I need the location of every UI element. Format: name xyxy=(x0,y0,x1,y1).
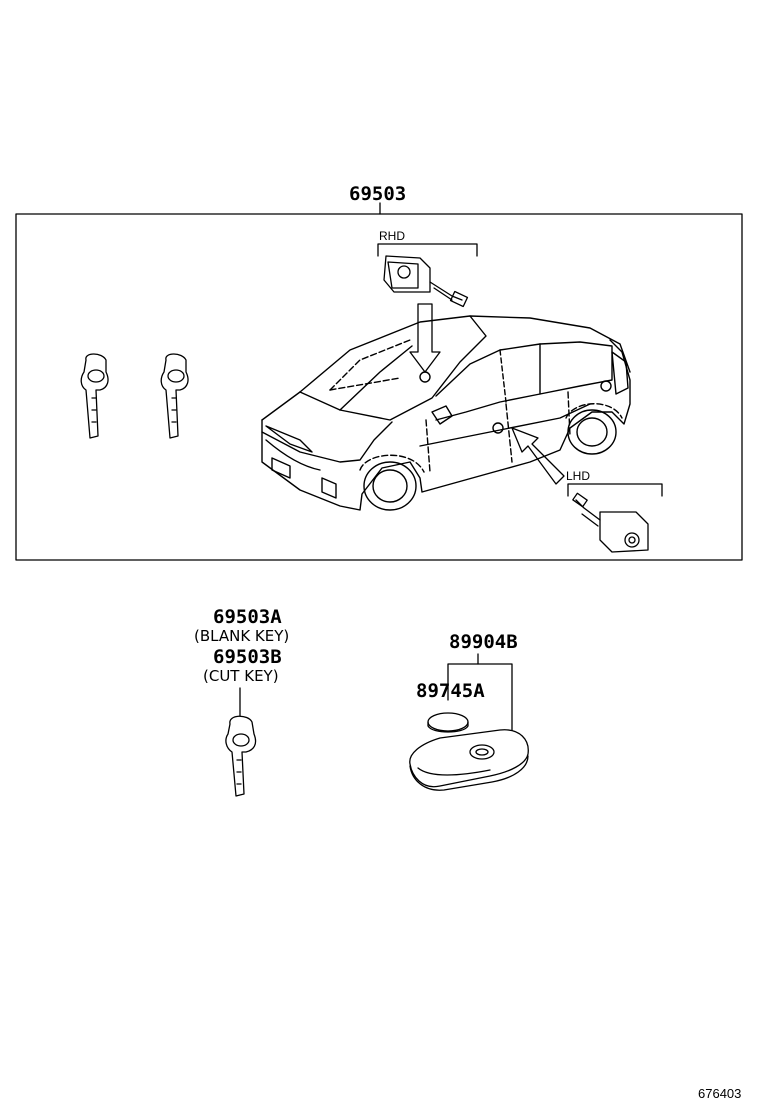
callout-remote-part: 89904B xyxy=(449,631,518,653)
separate-key xyxy=(225,715,257,797)
document-number: 676403 xyxy=(698,1086,742,1101)
lhd-location-arrow xyxy=(511,427,565,485)
key-right xyxy=(160,353,189,439)
callout-cut-key-part: 69503B xyxy=(213,646,282,668)
battery-coin xyxy=(427,712,469,733)
key-left xyxy=(80,353,109,439)
assembly-box xyxy=(15,213,743,561)
callout-lhd: LHD xyxy=(566,469,591,483)
callout-main-assembly: 69503 xyxy=(349,183,407,205)
smart-key-remote xyxy=(409,729,529,791)
remote-bracket xyxy=(447,663,513,741)
callout-blank-key-desc: (BLANK KEY) xyxy=(194,627,290,645)
lhd-door-lock-cylinder xyxy=(572,492,649,553)
callout-battery-part: 89745A xyxy=(416,680,485,702)
car-outline xyxy=(261,315,631,511)
callout-blank-key-part: 69503A xyxy=(213,606,282,628)
lhd-bracket xyxy=(567,483,663,497)
rhd-location-arrow xyxy=(409,303,441,373)
callout-cut-key-desc: (CUT KEY) xyxy=(203,667,279,685)
rhd-door-lock-cylinder xyxy=(383,255,469,308)
callout-rhd: RHD xyxy=(379,229,405,243)
rhd-bracket xyxy=(377,243,478,257)
